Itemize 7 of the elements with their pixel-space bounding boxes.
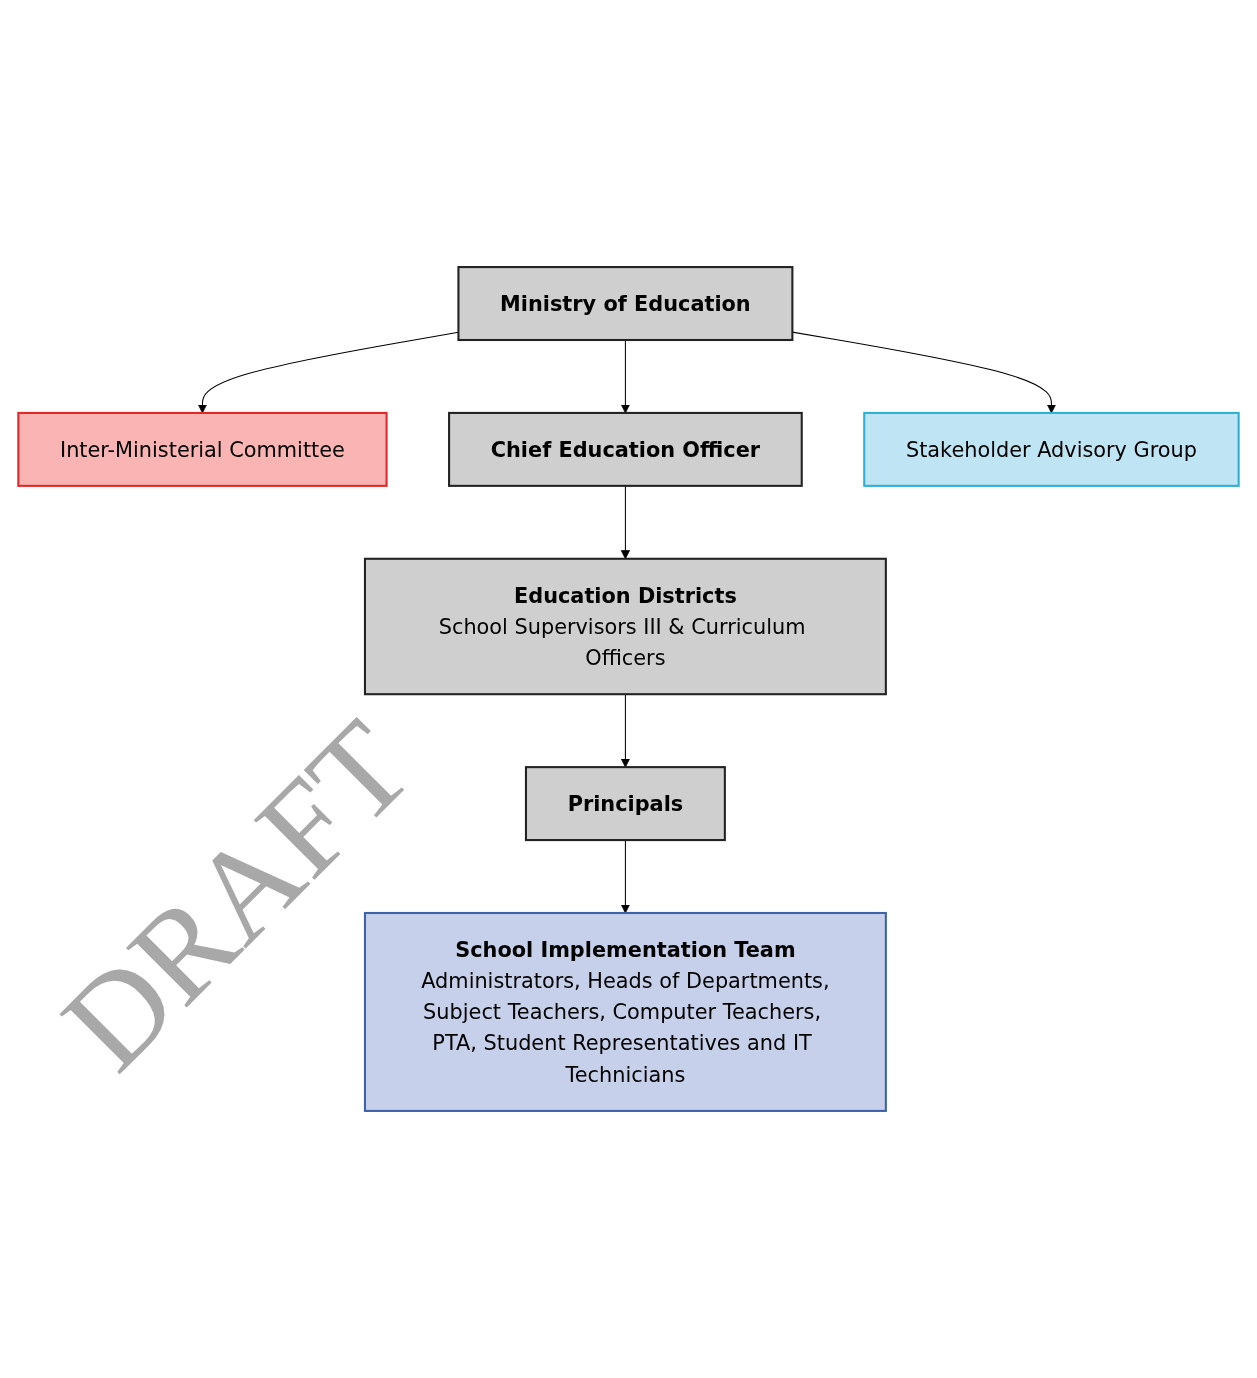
- node-box: Principals: [524, 766, 726, 842]
- node-box: Chief Education Officer: [448, 411, 803, 487]
- node-box: Ministry of Education: [457, 266, 794, 342]
- node-box: School Implementation Team Administrators, Heads of Departments, Subject Teachers, Computer Teachers, PTA, Student Representatives and IT Technicians: [363, 911, 887, 1112]
- node-box: Stakeholder Advisory Group: [863, 411, 1240, 487]
- node-box: Education Districts School Supervisors III & Curriculum Officers: [363, 557, 887, 696]
- node-box: Inter-Ministerial Committee: [17, 411, 388, 487]
